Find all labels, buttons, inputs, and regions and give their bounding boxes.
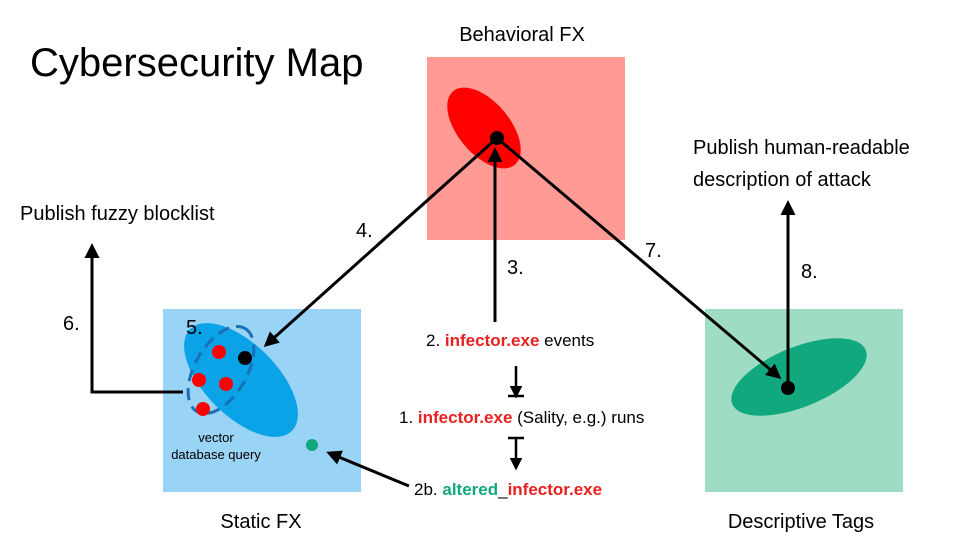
tags-cluster	[731, 338, 867, 416]
step-8-label: 8.	[801, 261, 818, 283]
red-point	[192, 373, 206, 387]
events-text: 2. infector.exe events	[426, 331, 594, 350]
publish-description-line1: Publish human-readable	[693, 137, 910, 159]
query-label-line2: database query	[171, 447, 261, 462]
publish-description-line2: description of attack	[693, 169, 872, 191]
runs-text: 1. infector.exe (Sality, e.g.) runs	[399, 408, 644, 427]
query-label-line1: vector	[198, 430, 234, 445]
step-4-label: 4.	[356, 220, 373, 242]
behavioral-black-point	[490, 131, 504, 145]
behavioral-fx-panel	[427, 57, 625, 240]
behavioral-fx-label: Behavioral FX	[459, 24, 585, 46]
altered-text: 2b. altered_infector.exe	[414, 480, 602, 499]
arrow-step-7	[496, 136, 782, 379]
publish-blocklist-label: Publish fuzzy blocklist	[20, 203, 215, 225]
step-5-label: 5.	[186, 317, 203, 339]
step-3-label: 3.	[507, 257, 524, 279]
step-6-label: 6.	[63, 313, 80, 335]
static-fx-label: Static FX	[220, 511, 301, 533]
arrow-altered-to-point	[326, 450, 410, 488]
red-point	[219, 377, 233, 391]
tags-black-point	[781, 381, 795, 395]
page-title: Cybersecurity Map	[30, 41, 363, 85]
descriptive-tags-label: Descriptive Tags	[728, 511, 874, 533]
red-point	[212, 345, 226, 359]
green-altered-point	[306, 439, 318, 451]
black-query-point	[238, 351, 252, 365]
arrow-step-6	[84, 243, 183, 394]
red-point	[196, 402, 210, 416]
step-7-label: 7.	[645, 240, 662, 262]
arrow-step-4	[263, 136, 499, 348]
